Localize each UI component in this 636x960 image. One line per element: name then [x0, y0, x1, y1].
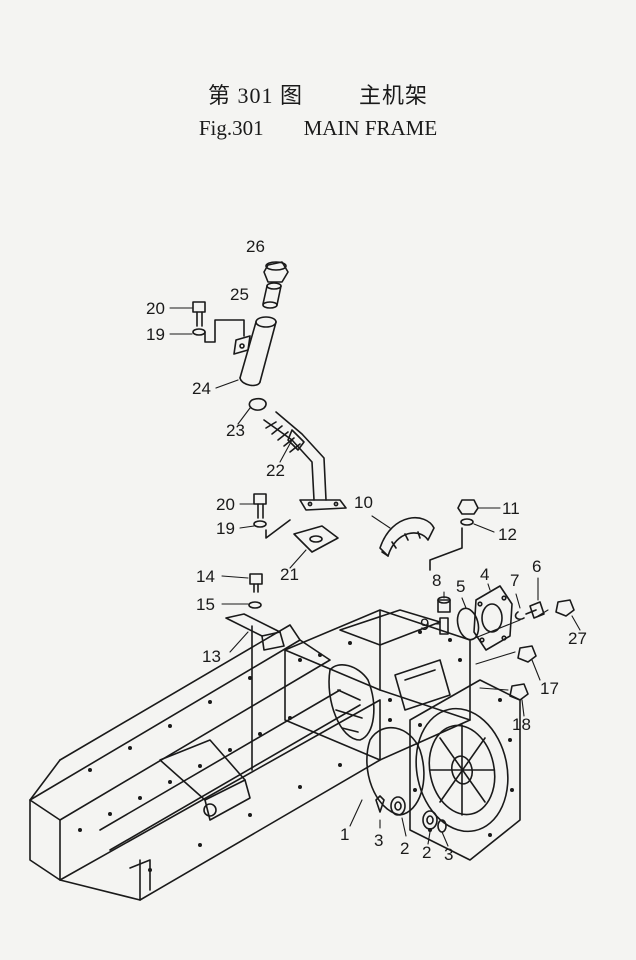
callout-3-right: 3 — [444, 845, 453, 864]
part-20-bolt-upper — [192, 301, 206, 327]
callout-2-left: 2 — [400, 839, 409, 858]
callout-4: 4 — [480, 565, 489, 584]
main-frame — [29, 609, 521, 901]
callout-20-lower: 20 — [216, 495, 235, 514]
callout-20-upper: 20 — [146, 299, 165, 318]
part-19-washer-lower — [253, 520, 267, 528]
callout-8: 8 — [432, 571, 441, 590]
callout-25: 25 — [230, 285, 249, 304]
leader-lines — [169, 307, 581, 847]
part-11-nut — [457, 499, 479, 515]
part-15-washer — [248, 601, 262, 609]
figure-title-english: Fig.301 MAIN FRAME — [0, 116, 636, 141]
part-3-pin-left — [375, 795, 385, 813]
callout-14: 14 — [196, 567, 215, 586]
part-8-plug — [437, 596, 451, 613]
callout-19-lower: 19 — [216, 519, 235, 538]
callout-23: 23 — [226, 421, 245, 440]
part-19-washer-upper — [192, 328, 206, 336]
part-14-bolt — [249, 573, 263, 593]
part-6-bolt — [525, 601, 545, 619]
part-27-nut — [555, 599, 575, 617]
callout-26: 26 — [246, 237, 265, 256]
callout-1: 1 — [340, 825, 349, 844]
part-10-cover — [379, 516, 435, 557]
part-17-nut — [517, 645, 537, 663]
part-24-pipe — [204, 316, 277, 387]
part-2-plug-right — [422, 810, 438, 830]
figure-title-chinese: 第 301 图 主机架 — [0, 78, 636, 110]
callout-27: 27 — [568, 629, 587, 648]
callout-9: 9 — [420, 615, 429, 634]
figure-number-en: Fig.301 — [198, 116, 264, 140]
callout-12: 12 — [498, 525, 517, 544]
callout-13: 13 — [202, 647, 221, 666]
figure-name-zh: 主机架 — [359, 83, 429, 108]
part-7-pin — [514, 611, 525, 621]
part-12-washer — [460, 518, 474, 526]
part-26-nut — [263, 261, 289, 283]
figure-name-en: MAIN FRAME — [303, 116, 438, 140]
part-9-fitting — [439, 617, 449, 635]
callout-24: 24 — [192, 379, 211, 398]
callout-18: 18 — [512, 715, 531, 734]
part-20-bolt-lower — [253, 493, 267, 519]
part-25-sleeve — [262, 282, 282, 309]
part-4-cover — [473, 585, 513, 651]
callout-3-left: 3 — [374, 831, 383, 850]
callout-numbers: 26 25 20 19 24 23 22 20 19 21 10 11 12 1… — [146, 237, 587, 864]
figure-number-zh: 第 301 图 — [207, 83, 303, 108]
callout-10: 10 — [354, 493, 373, 512]
part-21-flange — [293, 525, 339, 553]
callout-6: 6 — [532, 557, 541, 576]
callout-5: 5 — [456, 577, 465, 596]
part-23-clamp — [248, 397, 267, 411]
callout-19-upper: 19 — [146, 325, 165, 344]
part-2-plug-left — [390, 796, 406, 816]
callout-15: 15 — [196, 595, 215, 614]
callout-17: 17 — [540, 679, 559, 698]
part-13-bracket — [225, 613, 285, 771]
callout-11: 11 — [502, 499, 520, 518]
part-22-hose — [263, 411, 347, 511]
callout-21: 21 — [280, 565, 299, 584]
part-18-nut — [509, 683, 529, 701]
callout-22: 22 — [266, 461, 285, 480]
callout-7: 7 — [510, 571, 519, 590]
callout-2-right: 2 — [422, 843, 431, 862]
